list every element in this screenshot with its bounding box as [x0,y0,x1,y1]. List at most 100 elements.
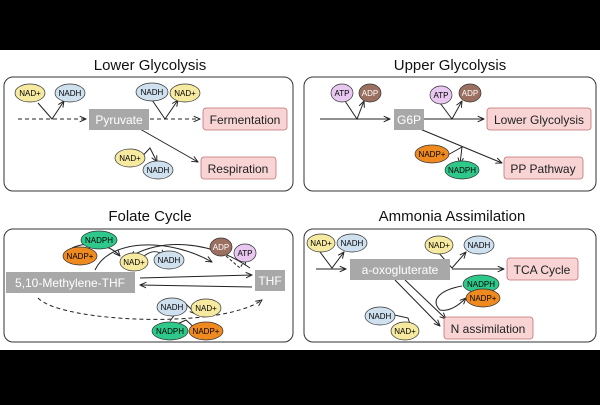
cofactor-atp [330,83,354,103]
node-methylene-thf [6,272,135,293]
node-fermentation [202,107,288,131]
node-label: Fermentation [210,113,281,127]
cofactor-label: NADP+ [470,294,497,303]
cofactor-label: NADPH [85,236,113,245]
cofactor-label: NADP+ [193,327,220,336]
cofactor-nad-plus [119,252,149,272]
node-oxoglutarate [350,259,450,280]
panel-title: Upper Glycolysis [394,57,507,74]
cofactor-nadp-plus [188,321,224,341]
panel-lower-glycolysis: Lower Glycolysis Pyruvate Fermentation R… [3,57,294,192]
cofactor-arrow [94,244,212,271]
cofactor-arrow [130,244,251,269]
panel-frame [3,228,294,343]
cofactor-label: NADH [158,256,181,265]
node-label: Pyruvate [95,113,143,127]
cofactor-label: NADP+ [419,150,446,159]
cofactor-label: NAD+ [195,304,217,313]
node-respiration [200,156,277,180]
cofactor-nad-plus [390,321,420,341]
cofactor-nadh [463,235,495,255]
cofactor-arrow [445,146,462,164]
panel-frame [3,76,294,192]
cofactor-label: ATP [335,89,350,98]
node-pp-pathway [503,156,584,180]
cofactor-label: NADH [468,241,491,250]
node-lower-glycolysis [486,107,592,131]
panel-title: Folate Cycle [108,208,191,225]
cofactor-arrow [37,101,64,120]
cofactor-atp [233,243,257,263]
cofactor-nad-plus [14,83,46,103]
flux-arrow-n-assim-2 [394,279,440,326]
canvas-background [0,50,600,350]
cofactor-nadh [135,82,169,102]
cofactor-nadp-plus [414,144,450,164]
cofactor-nadh [54,83,86,103]
cofactor-adp [458,83,482,103]
cofactor-adp [358,83,382,103]
cofactor-label: NADPH [448,166,476,175]
cofactor-label: NADH [147,166,170,175]
cofactor-label: NAD+ [428,241,450,250]
node-tca-cycle [506,257,579,281]
flux-arrow-pp [419,128,502,163]
cofactor-nadh [153,250,185,270]
cofactor-label: ADP [213,243,229,252]
cofactor-label: NADH [369,312,392,321]
cofactor-label: NAD+ [174,89,196,98]
cofactor-label: NADP+ [67,252,94,261]
node-g6p [394,109,424,130]
panel-title: Lower Glycolysis [94,57,207,74]
cofactor-label: NAD+ [19,89,41,98]
panel-frame [303,76,597,192]
cofactor-nadh [364,306,396,326]
cofactor-label: ATP [434,91,449,100]
flux-arrow-respiration [139,128,198,162]
cofactor-label: NADPH [156,327,184,336]
cofactor-nadph [444,160,480,180]
cofactor-arrow [151,100,178,120]
panel-title: Ammonia Assimilation [379,208,526,225]
cofactor-label: NAD+ [394,327,416,336]
cofactor-label: NADH [161,303,184,312]
panel-upper-glycolysis: Upper Glycolysis G6P Lower Glycolysis PP… [303,57,597,192]
node-label: Lower Glycolysis [494,113,584,127]
cofactor-adp [209,237,233,257]
cofactor-nad-plus [424,235,454,255]
cofactor-label: ADP [362,89,378,98]
cofactor-label: ATP [238,249,253,258]
panel-ammonia-assimilation: Ammonia Assimilation a-oxogluterate TCA … [303,208,597,343]
cofactor-label: NAD+ [123,258,145,267]
cofactor-nad-plus [169,83,201,103]
cofactor-label: NAD+ [310,239,332,248]
flux-arrow-n-assim [404,279,446,319]
panel-frame [303,228,597,343]
node-label: Respiration [208,162,269,176]
node-pyruvate [89,109,149,130]
cofactor-arrow [344,101,364,121]
cofactor-arrow [435,285,466,311]
flux-arrow-forward [139,275,252,279]
node-label: G6P [397,113,421,127]
cofactor-label: NADH [141,88,164,97]
node-label: TCA Cycle [514,263,571,277]
cofactor-nadh [156,297,188,317]
node-label: 5,10-Methylene-THF [15,276,125,290]
cofactor-nadh [142,160,174,180]
cofactor-arrow [437,252,466,269]
cofactor-arrow [319,252,344,269]
cofactor-nad-plus [306,233,336,253]
node-label: N assimilation [451,322,526,336]
cofactor-nadp-plus [465,288,501,308]
node-label: a-oxogluterate [362,263,439,277]
cofactor-arrow [439,101,462,120]
node-label: PP Pathway [510,162,575,176]
cofactor-nadph [151,321,189,341]
node-label: THF [258,274,281,288]
cofactor-nad-plus [190,298,222,318]
cofactor-label: ADP [462,89,478,98]
cofactor-nad-plus [114,148,146,168]
cofactor-label: NADH [341,239,364,248]
